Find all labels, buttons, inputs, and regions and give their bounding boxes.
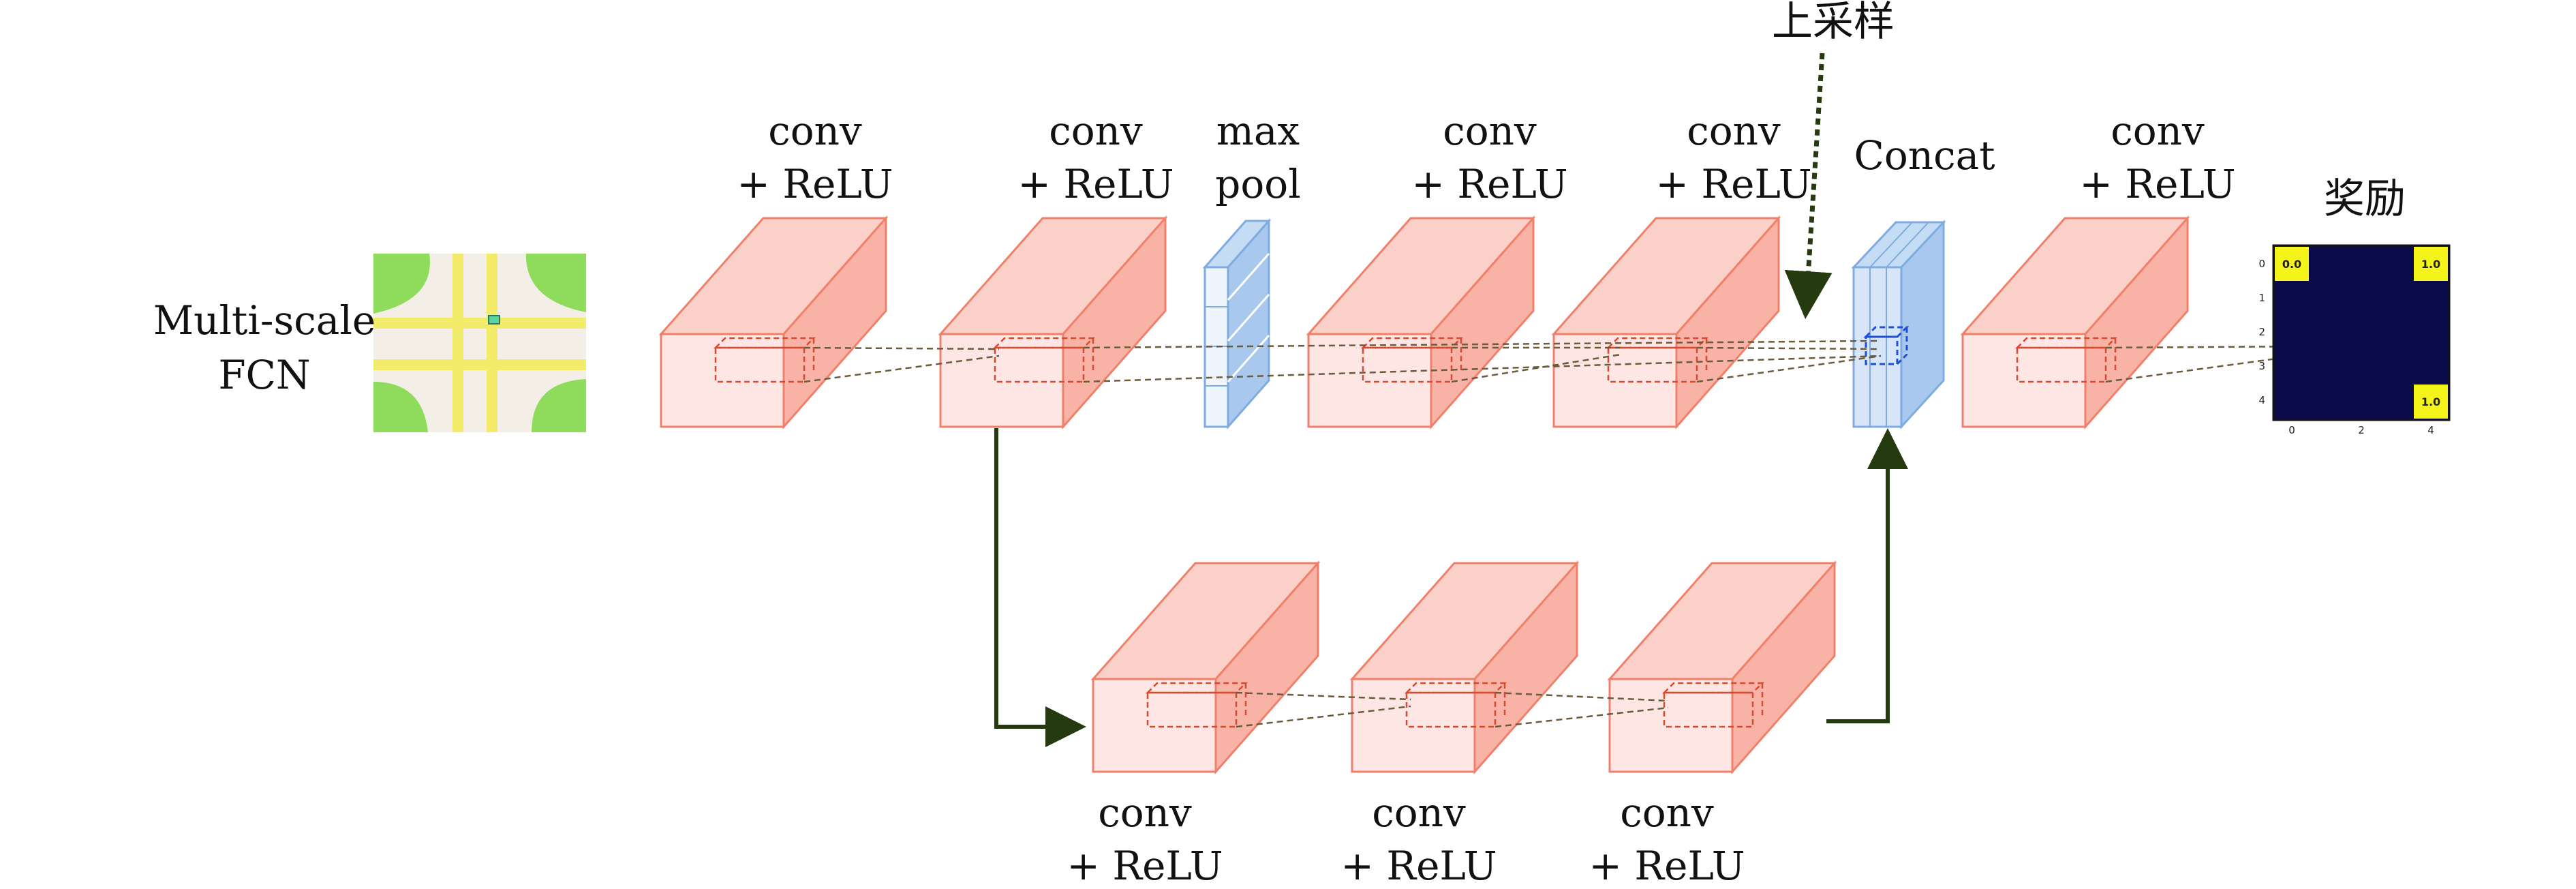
top-layer-label-line1: conv xyxy=(1687,108,1781,154)
input-label-line1: Multi-scale xyxy=(153,297,375,344)
top-layer-label-line1: conv xyxy=(2111,108,2205,154)
top-layer-label-line2: + ReLU xyxy=(1017,161,1174,207)
bottom-layer-label-line2: + ReLU xyxy=(1067,843,1223,889)
conv-block xyxy=(1306,215,1536,430)
bottom-layer-label-line2: + ReLU xyxy=(1340,843,1497,889)
conv-block xyxy=(1551,215,1781,430)
reward-y-tick: 4 xyxy=(2258,394,2265,406)
conv-block xyxy=(658,215,889,430)
reward-y-tick: 3 xyxy=(2258,360,2265,372)
bottom-layer-label-line1: conv xyxy=(1372,789,1466,836)
bottom-layer-label-line2: + ReLU xyxy=(1589,843,1745,889)
skip-arrow-up xyxy=(1826,428,1908,723)
reward-label: 奖励 xyxy=(2324,175,2406,223)
reward-cell-value: 0.0 xyxy=(2282,258,2301,271)
top-layer-label-line2: + ReLU xyxy=(737,161,893,207)
upsample-label: 上采样 xyxy=(1772,0,1895,46)
conv-block xyxy=(1090,560,1321,774)
top-layer-label-line1: max xyxy=(1216,108,1300,154)
top-layer-label-line2: + ReLU xyxy=(2079,161,2235,207)
conv-block xyxy=(1960,215,2190,430)
reward-y-tick: 0 xyxy=(2258,258,2265,270)
skip-arrow-down xyxy=(994,428,1086,747)
maxpool-layer xyxy=(1202,218,1272,430)
reward-y-tick: 2 xyxy=(2258,326,2265,338)
top-layer-label-line1: conv xyxy=(1049,108,1143,154)
reward-x-tick: 2 xyxy=(2358,424,2365,436)
reward-map: 0.0 1.0 1.0 0 1 2 3 4 0 2 4 xyxy=(2258,244,2451,436)
top-layer-label-line1: conv xyxy=(768,108,862,154)
top-layer-label-line2: + ReLU xyxy=(1411,161,1567,207)
top-layer-label-line2: + ReLU xyxy=(1655,161,1811,207)
bottom-layer-label-line1: conv xyxy=(1620,789,1714,836)
input-map-image xyxy=(373,254,586,432)
bottom-layer-label-line1: conv xyxy=(1098,789,1192,836)
reward-cell-value: 1.0 xyxy=(2421,258,2440,271)
receptive-field-lines xyxy=(803,340,2318,728)
reward-x-tick: 0 xyxy=(2288,424,2295,436)
reward-x-tick: 4 xyxy=(2427,424,2434,436)
input-label-line2: FCN xyxy=(218,352,310,398)
reward-cell-value: 1.0 xyxy=(2421,395,2440,408)
top-layer-label-line1: conv xyxy=(1443,108,1537,154)
top-layer-label-line2: pool xyxy=(1215,161,1301,207)
conv-block xyxy=(1607,560,1837,774)
conv-block xyxy=(938,215,1168,430)
concat-layer xyxy=(1851,220,1946,430)
conv-block xyxy=(1349,560,1580,774)
top-layer-label-line1: Concat xyxy=(1854,132,1995,179)
reward-y-tick: 1 xyxy=(2258,292,2265,304)
